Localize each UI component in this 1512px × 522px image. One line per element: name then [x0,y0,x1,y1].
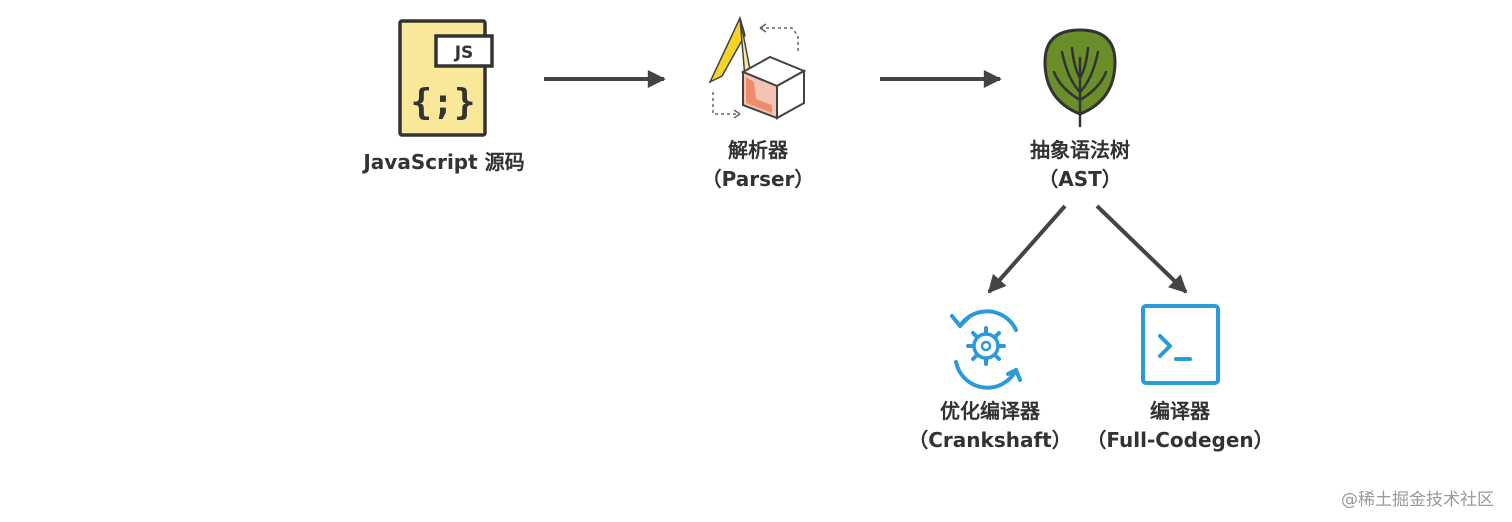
node-label-optimizer: 优化编译器 （Crankshaft） [908,397,1071,455]
js-file-icon: JS {;} [398,19,494,137]
terminal-icon [1141,304,1220,385]
js-badge-text: JS [454,43,474,63]
source-label: JavaScript 源码 [363,150,525,174]
gear-cycle-icon [950,309,1022,390]
node-label-source: JavaScript 源码 [363,148,524,177]
parser-label: 解析器 [728,138,788,162]
compiler-sublabel: （Full-Codegen） [1086,428,1274,452]
optimizer-sublabel: （Crankshaft） [908,428,1072,452]
node-label-compiler: 编译器 （Full-Codegen） [1086,397,1273,455]
ast-sublabel: （AST） [1038,167,1122,191]
arrow-ast-to-optimizer [987,204,1067,294]
arrow-ast-to-compiler [1095,204,1188,294]
ast-label: 抽象语法树 [1030,138,1130,162]
watermark: @稀土掘金技术社区 [1341,490,1494,510]
parser-sublabel: （Parser） [701,167,815,191]
node-label-parser: 解析器 （Parser） [702,136,815,194]
braces-glyph: {;} [410,82,475,123]
compiler-label: 编译器 [1150,399,1210,423]
parser-icon [708,15,807,120]
tree-icon [1043,28,1117,128]
node-label-ast: 抽象语法树 （AST） [1030,136,1130,194]
optimizer-label: 优化编译器 [939,399,1040,423]
